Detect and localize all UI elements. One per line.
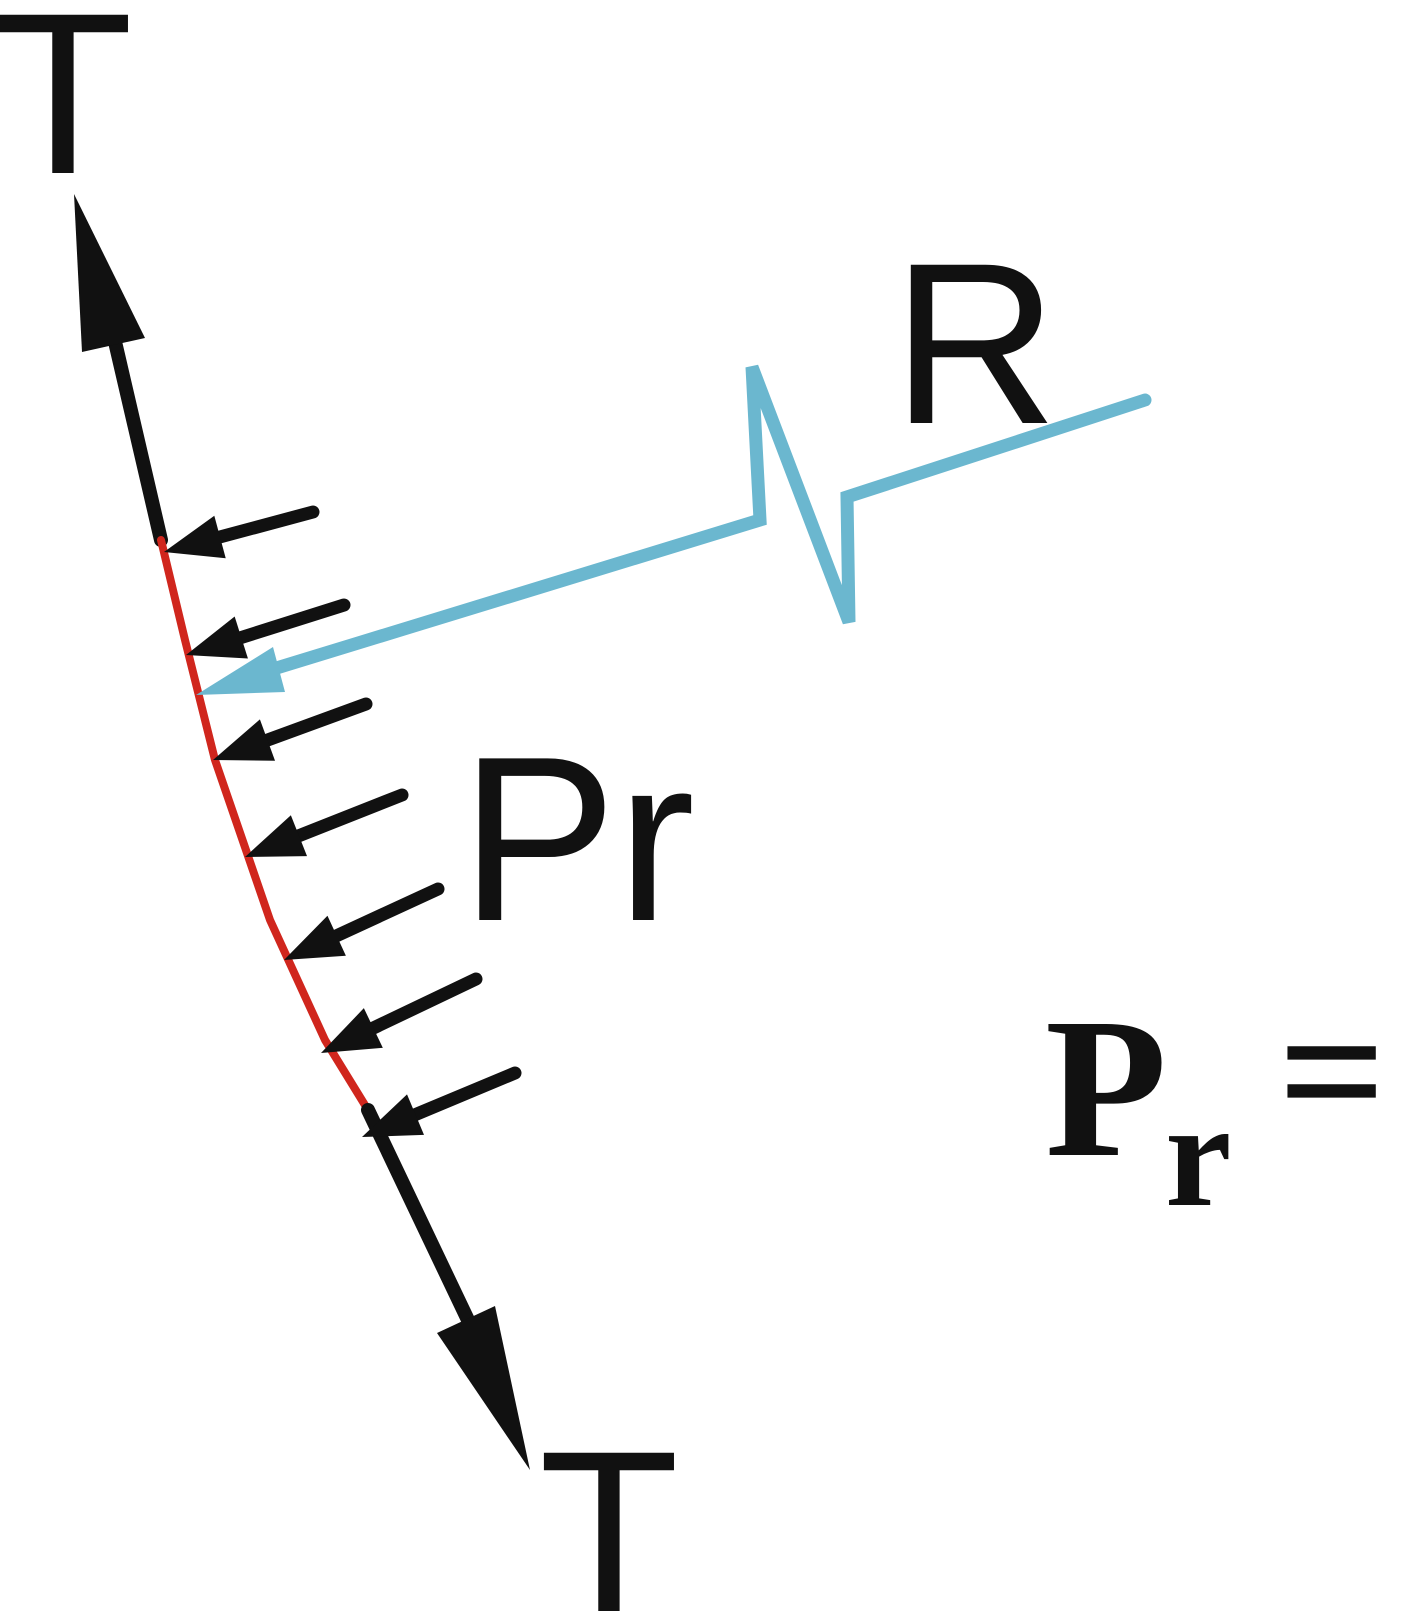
radius-arrowhead	[196, 647, 285, 695]
pressure-label: Pr	[460, 707, 695, 970]
pressure-arrow-shaft	[403, 1066, 522, 1124]
radius-line	[263, 364, 1152, 677]
tension-arrow-bottom-shaft	[361, 1103, 475, 1327]
tension-arrowhead-top	[74, 194, 145, 352]
radius-label: R	[892, 215, 1058, 472]
tension-arrowhead-bottom	[437, 1306, 530, 1470]
pressure-arrowhead	[186, 616, 248, 659]
pressure-arrow-shaft	[255, 697, 373, 749]
pressure-arrowhead	[245, 815, 308, 857]
pressure-arrowhead	[213, 719, 276, 761]
pressure-arrowhead	[362, 1094, 424, 1137]
tension-label-top: T	[0, 0, 133, 222]
equation-operator: =	[1278, 967, 1386, 1177]
pressure-arrow-shaft	[361, 972, 483, 1038]
equation-symbol: P	[1045, 978, 1167, 1199]
pressure-arrow-shaft	[286, 788, 409, 845]
equation-subscript: r	[1165, 1072, 1232, 1238]
pressure-arrows	[164, 505, 522, 1137]
pressure-arrow-shaft	[207, 505, 320, 546]
pressure-arrow-shaft	[324, 882, 445, 945]
tension-label-bottom: T	[539, 1403, 680, 1611]
pressure-arrowhead	[164, 515, 226, 559]
pressure-arrow-shaft	[229, 598, 351, 646]
pressure-arrowhead	[321, 1008, 383, 1053]
pressure-arrowhead	[284, 915, 346, 960]
